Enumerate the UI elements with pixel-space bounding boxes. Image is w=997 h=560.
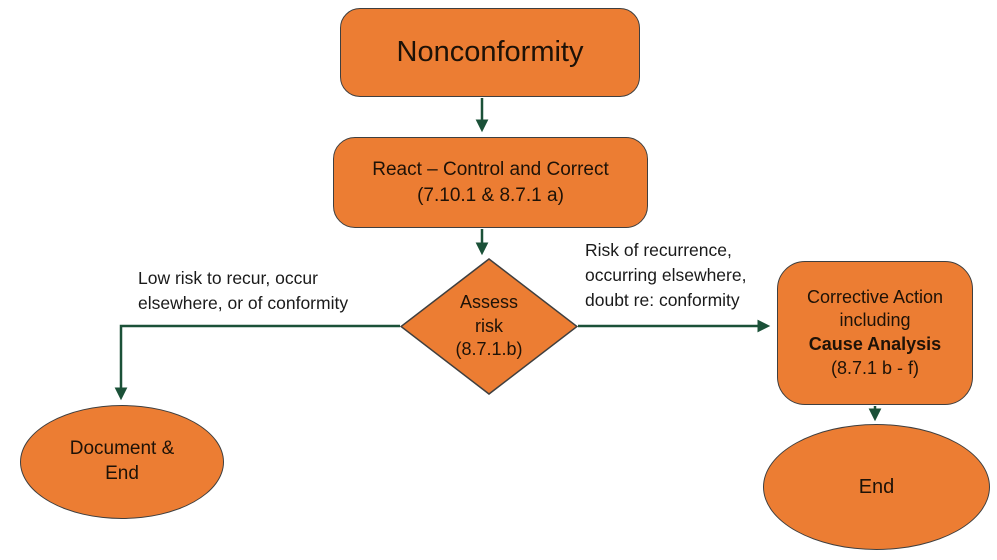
- node-line: (7.10.1 & 8.7.1 a): [417, 184, 564, 206]
- edge-assess-to-document-end: [114, 324, 400, 401]
- node-line: (8.7.1.b): [455, 339, 523, 360]
- label-line: Risk of recurrence,: [585, 240, 732, 260]
- label-high-risk: Risk of recurrence, occurring elsewhere,…: [585, 238, 746, 313]
- node-line: including: [839, 310, 911, 331]
- node-line: End: [105, 463, 139, 484]
- node-line: Corrective Action: [806, 286, 944, 307]
- label-low-risk: Low risk to recur, occur elsewhere, or o…: [138, 266, 348, 316]
- node-label: End: [858, 476, 895, 498]
- node-line: React – Control and Correct: [372, 158, 609, 180]
- node-end: End: [763, 424, 990, 550]
- node-assess-risk: Assess risk (8.7.1.b): [400, 258, 578, 395]
- node-line-bold: Cause Analysis: [808, 334, 942, 354]
- node-line: Document &: [69, 438, 175, 460]
- node-label: Nonconformity: [396, 36, 584, 68]
- node-line: risk: [475, 315, 503, 336]
- diamond-label: Assess risk (8.7.1.b): [400, 258, 578, 395]
- node-line: (8.7.1 b - f): [830, 357, 920, 378]
- diamond-shape: [400, 258, 578, 395]
- label-line: elsewhere, or of conformity: [138, 293, 349, 313]
- node-line: Assess: [459, 292, 519, 313]
- node-react-control-correct: React – Control and Correct (7.10.1 & 8.…: [333, 137, 648, 228]
- label-line: Low risk to recur, occur: [138, 268, 318, 288]
- node-corrective-action: Corrective Action including Cause Analys…: [777, 261, 973, 405]
- label-line: doubt re: conformity: [585, 290, 740, 310]
- node-nonconformity: Nonconformity: [340, 8, 640, 97]
- node-document-end: Document & End: [20, 405, 224, 519]
- label-line: occurring elsewhere,: [585, 265, 747, 285]
